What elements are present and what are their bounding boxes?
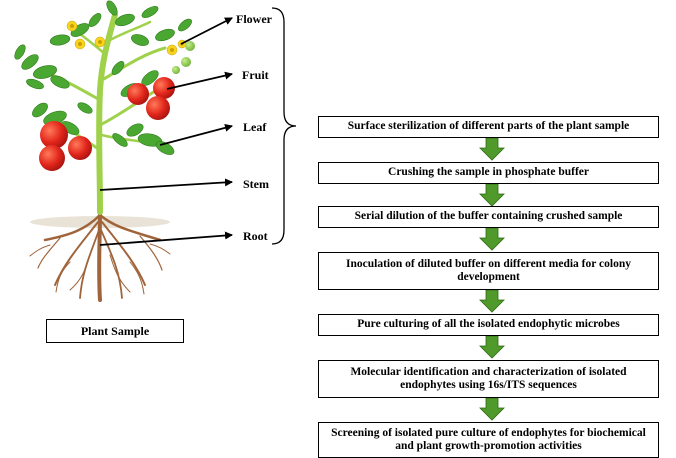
pointer-arrows xyxy=(99,17,233,246)
step-molecular-identification: Molecular identification and characteriz… xyxy=(318,360,659,398)
plant-leaves xyxy=(14,0,192,155)
stem-pointer-arrow xyxy=(99,178,233,191)
step-surface-sterilization: Surface sterilization of different parts… xyxy=(318,116,659,138)
plant-flowers xyxy=(66,20,187,56)
step-inoculation: Inoculation of diluted buffer on differe… xyxy=(318,252,659,290)
label-root: Root xyxy=(243,229,268,243)
flow-arrow-4 xyxy=(479,289,505,313)
label-fruit: Fruit xyxy=(242,68,269,82)
plant-sample-box: Plant Sample xyxy=(46,319,184,343)
grouping-brace xyxy=(271,7,297,245)
step-serial-dilution: Serial dilution of the buffer containing… xyxy=(318,206,659,228)
plant-green-fruits xyxy=(172,41,195,74)
flower-pointer-arrow xyxy=(180,17,233,45)
flow-arrow-1 xyxy=(479,137,505,161)
flow-arrow-2 xyxy=(479,183,505,207)
flow-arrow-3 xyxy=(479,227,505,251)
step-screening: Screening of isolated pure culture of en… xyxy=(318,422,659,458)
plant-tomatoes xyxy=(39,77,175,171)
flow-arrow-6 xyxy=(479,397,505,421)
label-leaf: Leaf xyxy=(243,120,267,134)
label-flower: Flower xyxy=(236,12,272,26)
flow-arrow-5 xyxy=(479,335,505,359)
root-pointer-arrow xyxy=(99,231,233,246)
step-crushing-sample: Crushing the sample in phosphate buffer xyxy=(318,162,659,184)
label-stem: Stem xyxy=(243,177,269,191)
leaf-pointer-arrow xyxy=(159,123,233,146)
plant-roots xyxy=(29,208,171,302)
step-pure-culturing: Pure culturing of all the isolated endop… xyxy=(318,314,659,336)
flow-arrows xyxy=(479,137,505,421)
fruit-pointer-arrow xyxy=(166,71,233,90)
